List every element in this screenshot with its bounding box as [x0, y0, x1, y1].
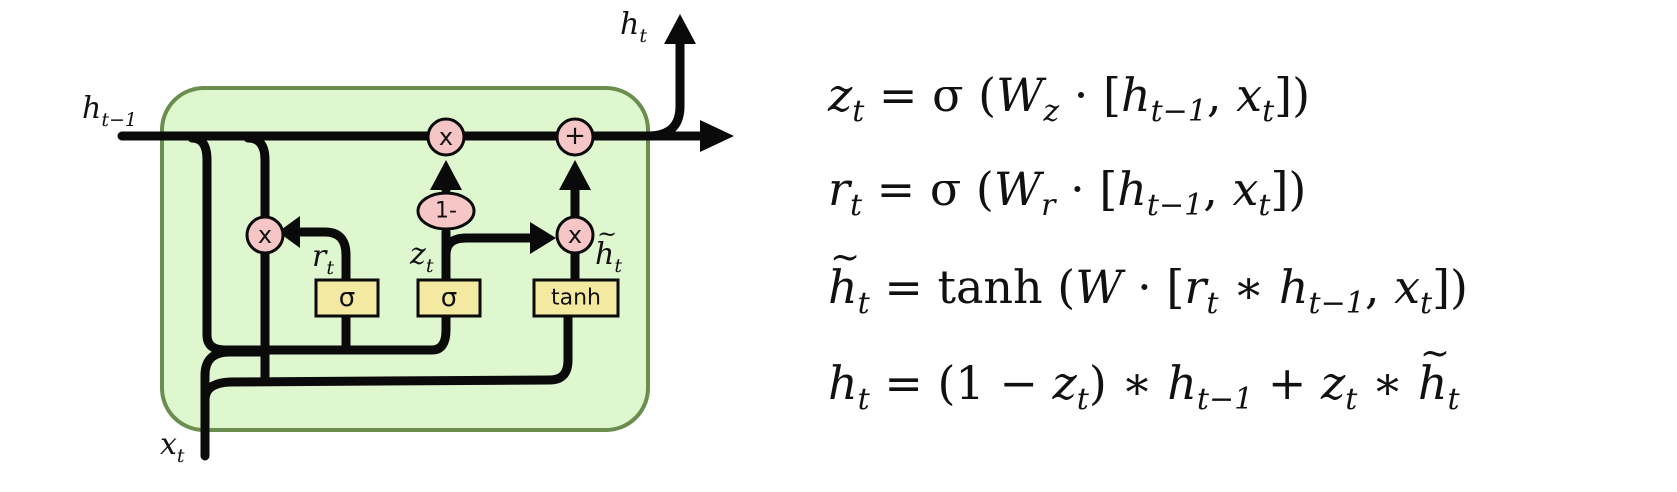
- z-gate-label: zt: [409, 237, 434, 277]
- hprev-branch-2: [243, 133, 270, 220]
- equation-reset-gate: rt = σ (Wr · [ht−1, xt]): [828, 162, 1307, 223]
- one-minus-ellipse: [416, 191, 476, 231]
- arrow-right-main: [700, 120, 734, 152]
- add-op: +: [564, 121, 586, 151]
- sigma-z-box: [416, 278, 482, 318]
- multiply-circle-top: [426, 117, 466, 157]
- arrow-right-z: [530, 222, 556, 254]
- cell-box: [160, 86, 650, 432]
- equation-candidate-state: ht = tanh (W · [rt ∗ ht−1, xt]): [828, 240, 1468, 319]
- reset-multiply-circle: [245, 215, 285, 255]
- one-minus-op: 1-: [435, 199, 457, 224]
- tanh-label: tanh: [551, 286, 601, 311]
- sigma-r-box: [314, 278, 380, 318]
- h-tilde-label: ht: [595, 237, 622, 277]
- x-input-branch: [200, 300, 573, 405]
- arrow-up-output: [664, 14, 696, 44]
- x-in-label: xt: [160, 427, 185, 467]
- equation-update-gate: zt = σ (Wz · [ht−1, xt]): [828, 68, 1311, 129]
- multiply-op-top: x: [439, 123, 453, 151]
- arrow-up-oneminus: [430, 160, 462, 190]
- equation-hidden-state: ht = (1 − zt) ∗ ht−1 + zt ∗ ht: [828, 336, 1460, 415]
- h-tilde-tilde: ~: [597, 220, 617, 248]
- r-gate-label: rt: [312, 239, 334, 279]
- z-gate-right: [441, 233, 545, 260]
- hprev-branch-1: [187, 133, 451, 355]
- output-path: [643, 37, 685, 141]
- tanh-box: [532, 278, 620, 318]
- multiply-op-update: x: [568, 221, 582, 249]
- sigma-z-label: σ: [441, 283, 457, 313]
- h-prev-label: ht−1: [82, 91, 137, 131]
- h-out-label: ht: [620, 7, 647, 47]
- multiply-op-reset: x: [258, 221, 272, 249]
- sigma-r-label: σ: [339, 283, 355, 313]
- update-multiply-circle: [555, 215, 595, 255]
- r-gate-path: [295, 227, 351, 355]
- add-circle: [555, 117, 595, 157]
- arrow-up-plus: [559, 160, 591, 190]
- arrow-left-r: [278, 216, 300, 248]
